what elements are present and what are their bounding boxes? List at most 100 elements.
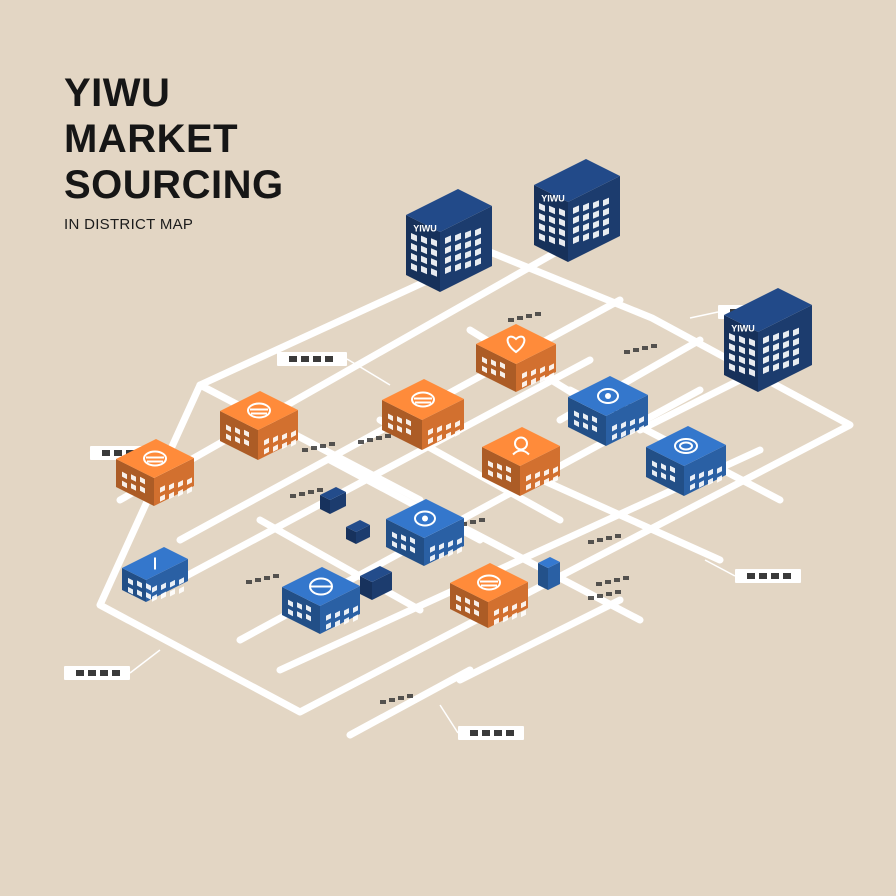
blue-market-center xyxy=(386,499,464,566)
orange-market-center xyxy=(382,379,464,450)
building-window xyxy=(639,416,644,424)
district-labels xyxy=(64,305,801,740)
building-window xyxy=(574,410,579,419)
tall-navy-yiwu-north: YIWU xyxy=(534,159,620,262)
building-window xyxy=(783,350,789,359)
road-name-glyph xyxy=(535,312,541,316)
building-window xyxy=(475,257,481,267)
building-window xyxy=(603,207,609,217)
road-name-glyph xyxy=(508,318,514,322)
bag-icon xyxy=(250,408,268,415)
building-window xyxy=(559,238,565,247)
building-window xyxy=(491,368,496,376)
building-window xyxy=(288,608,293,617)
north-west-tag-glyph xyxy=(301,356,309,362)
building-window xyxy=(535,471,540,479)
orange-market-south xyxy=(450,563,528,628)
building-window xyxy=(521,600,526,609)
small-block-right xyxy=(548,562,560,590)
road-name-glyph xyxy=(606,536,612,540)
road-name-glyph xyxy=(470,520,476,524)
building-window xyxy=(540,375,545,383)
bell-icon xyxy=(597,388,619,404)
building-window xyxy=(639,425,644,433)
building-window xyxy=(729,333,735,342)
building-window xyxy=(288,599,293,608)
building-window xyxy=(475,227,481,237)
building-window xyxy=(392,531,397,540)
building-window xyxy=(729,363,735,372)
north-west-tag-glyph xyxy=(289,356,297,362)
building-window xyxy=(661,472,666,480)
east-tag-glyph xyxy=(771,573,779,579)
south-west-tag xyxy=(64,666,130,680)
east-tag-glyph xyxy=(759,573,767,579)
road-name-tag xyxy=(624,344,657,354)
building-window xyxy=(630,427,635,436)
small-block-4 xyxy=(538,557,560,590)
road-name-glyph xyxy=(376,436,382,440)
tall-navy-yiwu-west-sign: YIWU xyxy=(413,224,437,234)
building-window xyxy=(549,205,555,215)
ring-icon xyxy=(674,438,698,454)
road-name-glyph xyxy=(588,596,594,600)
building-window xyxy=(406,418,411,427)
building-window xyxy=(763,355,769,364)
building-window xyxy=(439,551,444,560)
ring-icon xyxy=(674,438,698,454)
road-name-glyph xyxy=(642,346,648,350)
building-window xyxy=(169,491,174,500)
blue-market-south xyxy=(282,567,360,634)
road-name-glyph xyxy=(407,694,413,698)
basket-icon xyxy=(411,391,435,408)
building-window xyxy=(326,622,331,630)
building-window xyxy=(353,614,358,622)
orange-market-top xyxy=(476,324,556,392)
building-window xyxy=(593,230,599,239)
road-name-tag xyxy=(290,488,323,498)
building-window xyxy=(526,473,531,482)
building-window xyxy=(506,465,511,474)
building-window xyxy=(131,483,136,491)
building-window xyxy=(446,431,451,440)
district-buildings: YIWU YIWU YIWU xyxy=(116,159,812,634)
building-window xyxy=(690,482,695,491)
road-name-glyph xyxy=(623,576,629,580)
building-window xyxy=(465,240,471,249)
blue-market-far-east-roof xyxy=(646,426,726,466)
road-name-glyph xyxy=(311,446,317,450)
orange-market-far-west-right-face xyxy=(154,458,194,506)
building-window xyxy=(573,205,579,214)
road-name-tag xyxy=(380,694,413,704)
building-window xyxy=(244,429,249,438)
building-window xyxy=(630,418,635,427)
building-window xyxy=(749,348,755,357)
building-window xyxy=(763,365,769,374)
building-window xyxy=(512,612,517,620)
building-window xyxy=(128,577,133,586)
building-window xyxy=(152,594,157,602)
building-window xyxy=(539,203,545,212)
building-window xyxy=(428,436,433,445)
building-window xyxy=(559,208,565,217)
building-window xyxy=(431,238,437,247)
building-window xyxy=(793,337,799,347)
road-name-glyph xyxy=(651,344,657,348)
road-name-tag xyxy=(246,574,279,584)
building-window xyxy=(549,363,554,371)
building-window xyxy=(573,215,579,224)
building-window xyxy=(179,586,184,594)
east-tag-leader xyxy=(704,559,736,577)
road-name-glyph xyxy=(389,698,395,702)
building-window xyxy=(652,469,657,478)
building-window xyxy=(503,605,508,614)
tall-navy-yiwu-east-sign: YIWU xyxy=(731,324,755,334)
person-icon xyxy=(512,449,530,456)
building-window xyxy=(544,477,549,486)
building-window xyxy=(397,425,402,433)
building-window xyxy=(593,220,599,229)
road-name-glyph xyxy=(329,442,335,446)
coins-icon xyxy=(143,450,167,467)
coins-icon xyxy=(477,574,501,591)
building-window xyxy=(457,546,462,554)
